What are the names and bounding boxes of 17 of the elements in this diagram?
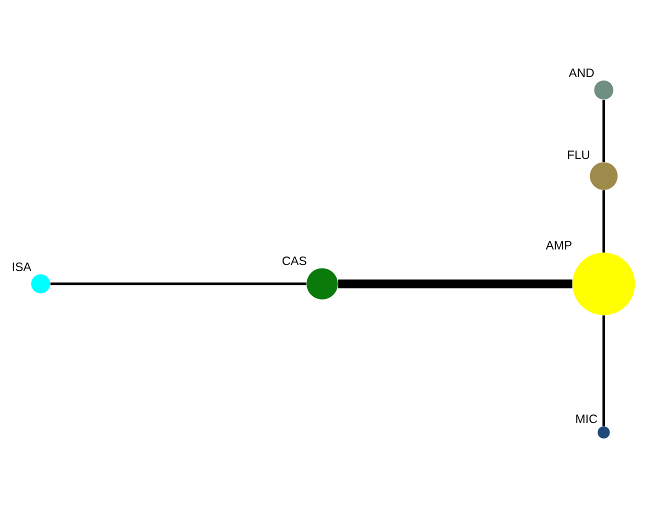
node-circle bbox=[306, 268, 338, 300]
connector bbox=[602, 190, 606, 253]
connector bbox=[50, 282, 306, 286]
node-circle bbox=[31, 274, 50, 294]
node-label: CAS bbox=[282, 254, 307, 268]
node-circle bbox=[572, 252, 636, 316]
node-label: ISA bbox=[12, 260, 32, 274]
connector bbox=[602, 315, 606, 426]
node-label: MIC bbox=[575, 412, 598, 426]
connector bbox=[338, 280, 572, 288]
node-circle bbox=[590, 162, 618, 190]
node-label: AMP bbox=[546, 238, 572, 252]
node-label: FLU bbox=[567, 148, 590, 162]
node-circle bbox=[594, 80, 614, 100]
connector bbox=[602, 100, 606, 162]
node-circle bbox=[598, 426, 610, 439]
node-label: AND bbox=[568, 66, 594, 80]
